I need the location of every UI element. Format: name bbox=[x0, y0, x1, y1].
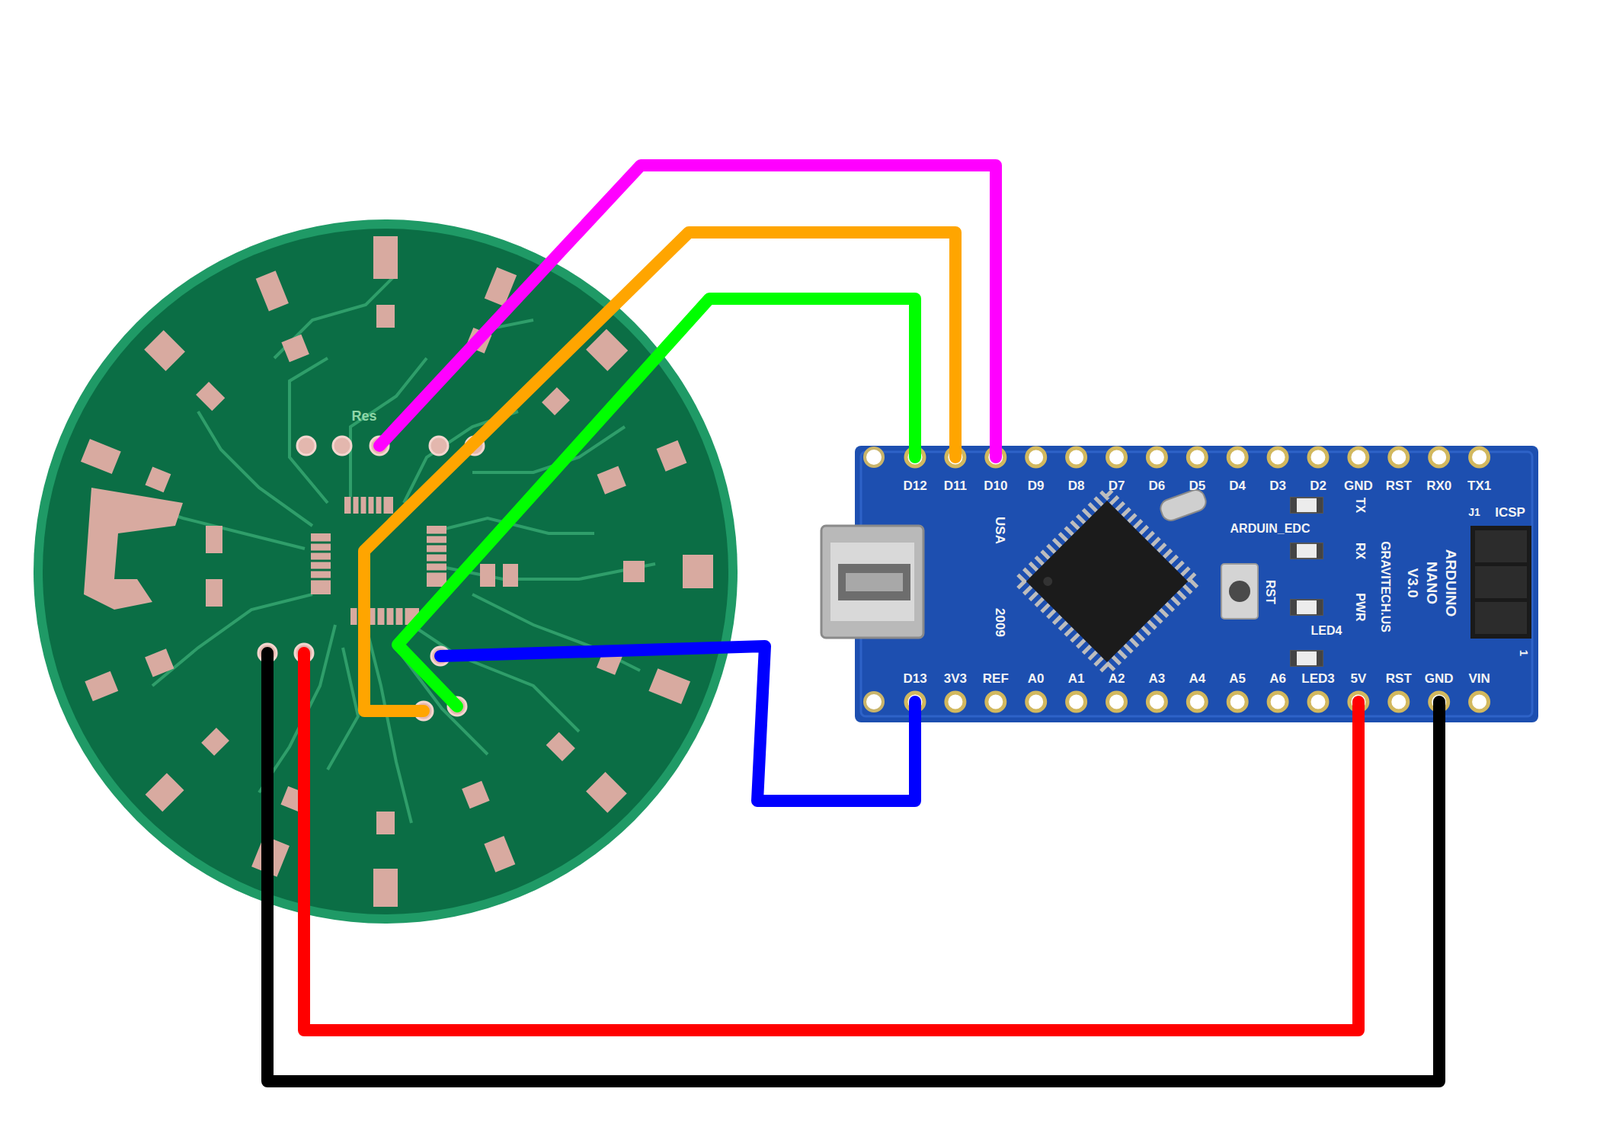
pin-label: D11 bbox=[944, 479, 967, 493]
pin-label: GND bbox=[1344, 479, 1373, 493]
pin-hole bbox=[1268, 692, 1287, 711]
led-label: LED4 bbox=[1311, 624, 1343, 637]
pin-label: 5V bbox=[1350, 672, 1367, 685]
pin-label: A2 bbox=[1108, 672, 1126, 685]
pin-hole bbox=[1349, 448, 1368, 467]
pin-label: D5 bbox=[1188, 479, 1206, 493]
pin-hole bbox=[1187, 448, 1207, 467]
board-title: V3.0 bbox=[1405, 567, 1421, 598]
pin-hole bbox=[1228, 448, 1247, 467]
header-label: J1 bbox=[1468, 506, 1481, 518]
led-label: PWR bbox=[1353, 592, 1367, 621]
pin-label: D4 bbox=[1228, 479, 1246, 493]
pin-hole bbox=[1228, 692, 1247, 711]
pin-label: 3V3 bbox=[944, 672, 967, 685]
button-label: RST bbox=[1264, 579, 1277, 605]
pin-hole bbox=[1067, 692, 1086, 711]
pin-label: A6 bbox=[1269, 672, 1287, 685]
led-label: RX bbox=[1353, 542, 1367, 560]
header-label: ICSP bbox=[1494, 505, 1526, 519]
pin-label: D9 bbox=[1027, 479, 1045, 493]
board-text: GRAVITECH.US bbox=[1379, 540, 1392, 633]
pin-label: RST bbox=[1385, 479, 1412, 493]
pin-label: RX0 bbox=[1426, 479, 1452, 493]
pin-label: D10 bbox=[983, 479, 1008, 493]
board-text: ARDUIN_EDC bbox=[1230, 522, 1311, 535]
header-label: 1 bbox=[1518, 649, 1530, 656]
pin-label: A3 bbox=[1148, 672, 1166, 685]
led-label: TX bbox=[1353, 497, 1367, 513]
pin-label: TX1 bbox=[1467, 479, 1492, 493]
pin-hole bbox=[1268, 448, 1287, 467]
pin-label: GND bbox=[1424, 672, 1454, 685]
pin-label: D6 bbox=[1148, 479, 1166, 493]
pin-label: D7 bbox=[1108, 479, 1126, 493]
pin-label: LED3 bbox=[1301, 672, 1335, 685]
pin-label: D3 bbox=[1269, 479, 1287, 493]
pin-label: D8 bbox=[1068, 479, 1085, 493]
pin-hole bbox=[946, 692, 965, 711]
pin-label: D2 bbox=[1309, 479, 1327, 493]
pin-label: VIN bbox=[1468, 672, 1490, 685]
pin-hole bbox=[1027, 692, 1046, 711]
pin-hole bbox=[1187, 692, 1207, 711]
pin-hole bbox=[986, 692, 1005, 711]
pin-hole bbox=[1308, 692, 1328, 711]
board-title: NANO bbox=[1424, 561, 1440, 605]
pin-label: D13 bbox=[902, 672, 927, 685]
pin-label: RST bbox=[1385, 672, 1412, 685]
pin-label: D12 bbox=[902, 479, 927, 493]
arduino-nano bbox=[821, 445, 1539, 723]
pin-hole bbox=[1147, 692, 1166, 711]
pin-label: A0 bbox=[1027, 672, 1045, 685]
pin-hole bbox=[1107, 448, 1127, 467]
wires bbox=[267, 165, 1440, 1082]
pin-label: A4 bbox=[1188, 672, 1206, 685]
pin-hole bbox=[1147, 448, 1166, 467]
pin-hole bbox=[1027, 448, 1046, 467]
round-pcb bbox=[33, 219, 738, 924]
pin-hole bbox=[1430, 448, 1449, 467]
silkscreen-text: Res bbox=[351, 409, 377, 423]
pin-label: A1 bbox=[1068, 672, 1085, 685]
pin-hole bbox=[1389, 692, 1408, 711]
pin-label: A5 bbox=[1228, 672, 1246, 685]
pin-hole bbox=[1389, 448, 1408, 467]
pin-hole bbox=[1107, 692, 1127, 711]
board-text: USA bbox=[993, 516, 1007, 544]
pin-hole bbox=[1470, 448, 1489, 467]
board-text: 2009 bbox=[993, 608, 1007, 637]
pin-label: REF bbox=[982, 672, 1009, 685]
pin-hole bbox=[1308, 448, 1328, 467]
pin-hole bbox=[1470, 692, 1489, 711]
pin-hole bbox=[1067, 448, 1086, 467]
board-title: ARDUINO bbox=[1443, 549, 1459, 618]
